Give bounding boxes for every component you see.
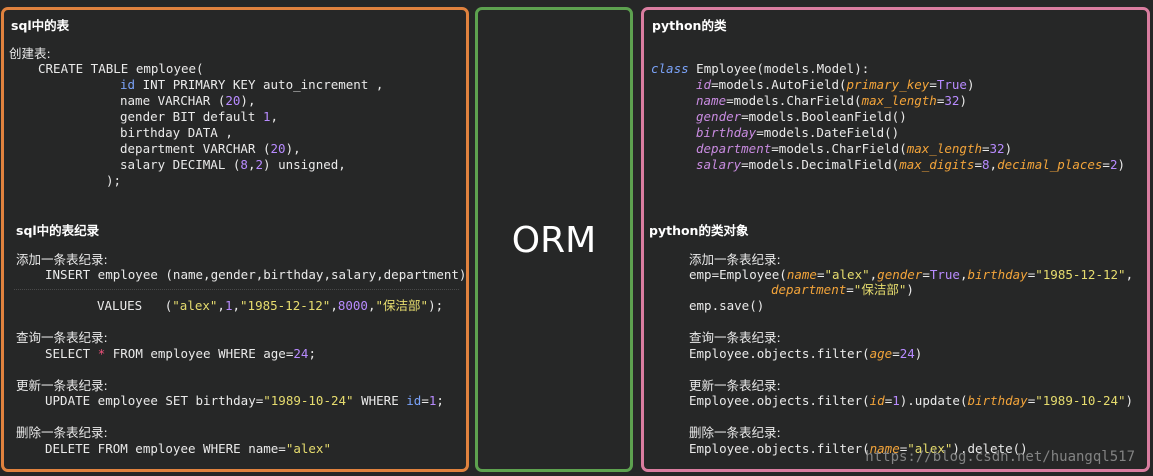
py-update-line: Employee.objects.filter(id=1).update(bir…: [689, 393, 1134, 408]
select-line: SELECT * FROM employee WHERE age=24;: [45, 346, 316, 361]
sql-panel-title: sql中的表: [11, 18, 70, 33]
py-delete-heading: 删除一条表纪录:: [689, 425, 781, 440]
class-line-6: department=models.CharField(max_length=3…: [696, 141, 1013, 156]
orm-label: ORM: [511, 220, 597, 261]
query-line: Employee.objects.filter(age=24): [689, 346, 923, 361]
add-line-3: emp.save(): [689, 298, 765, 313]
python-object-title: python的类对象: [649, 223, 749, 238]
class-line-1: class Employee(models.Model):: [651, 61, 870, 76]
create-line-1: CREATE TABLE employee(: [38, 61, 204, 76]
class-line-5: birthday=models.DateField(): [696, 125, 900, 140]
create-line-8: );: [106, 173, 122, 188]
select-heading: 查询一条表纪录:: [16, 330, 108, 345]
orm-panel: ORM: [475, 7, 633, 472]
python-class-panel: python的类 class Employee(models.Model): i…: [641, 7, 1150, 472]
create-line-3: name VARCHAR (20),: [120, 93, 256, 108]
class-line-3: name=models.CharField(max_length=32): [696, 93, 967, 108]
sql-record-title: sql中的表纪录: [16, 223, 100, 238]
insert-heading: 添加一条表纪录:: [16, 252, 108, 267]
create-line-7: salary DECIMAL (8,2) unsigned,: [120, 157, 346, 172]
delete-heading: 删除一条表纪录:: [16, 425, 108, 440]
py-update-heading: 更新一条表纪录:: [689, 378, 781, 393]
add-heading: 添加一条表纪录:: [689, 252, 781, 267]
add-line-1: emp=Employee(name="alex",gender=True,bir…: [689, 267, 1134, 282]
sql-table-panel: sql中的表 创建表: CREATE TABLE employee( id IN…: [1, 7, 469, 472]
insert-line-2: VALUES ("alex",1,"1985-12-12",8000,"保洁部"…: [97, 298, 444, 313]
python-panel-title: python的类: [652, 18, 727, 33]
create-table-heading: 创建表:: [9, 46, 51, 61]
create-line-5: birthday DATA ,: [120, 125, 233, 140]
create-line-2: id INT PRIMARY KEY auto_increment ,: [120, 77, 384, 92]
py-delete-line: Employee.objects.filter(name="alex").del…: [689, 441, 1028, 456]
divider: [14, 289, 459, 290]
insert-line-1: INSERT employee (name,gender,birthday,sa…: [45, 267, 467, 282]
watermark: https://blog.csdn.net/huangql517: [865, 449, 1135, 465]
class-line-2: id=models.AutoField(primary_key=True): [696, 77, 975, 92]
class-line-4: gender=models.BooleanField(): [696, 109, 907, 124]
delete-line: DELETE FROM employee WHERE name="alex": [45, 441, 331, 456]
create-line-4: gender BIT default 1,: [120, 109, 279, 124]
update-line: UPDATE employee SET birthday="1989-10-24…: [45, 393, 444, 408]
create-line-6: department VARCHAR (20),: [120, 141, 301, 156]
query-heading: 查询一条表纪录:: [689, 330, 781, 345]
class-line-7: salary=models.DecimalField(max_digits=8,…: [696, 157, 1126, 172]
update-heading: 更新一条表纪录:: [16, 378, 108, 393]
add-line-2: department="保洁部"): [771, 282, 914, 297]
